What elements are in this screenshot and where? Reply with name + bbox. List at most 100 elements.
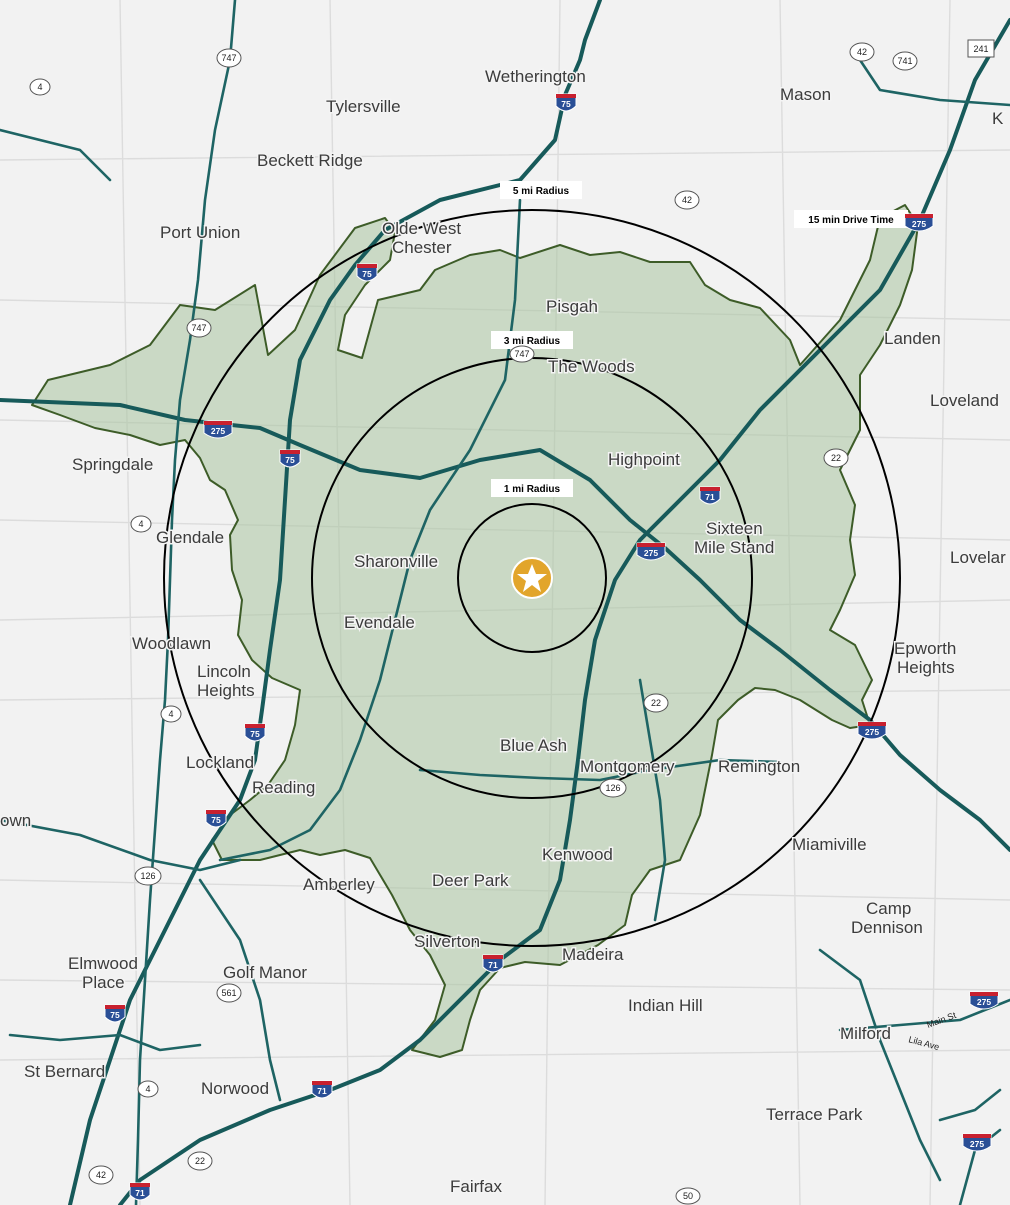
label-3mi-radius: 3 mi Radius [504, 336, 561, 347]
interstate-275-sixteen-mile: 275 [636, 542, 666, 561]
shield-747-north: 747 [216, 48, 242, 68]
shield-4-southwest: 4 [137, 1080, 159, 1098]
place-montgomery: Montgomery [580, 757, 675, 776]
shield-4-south: 4 [160, 705, 182, 723]
svg-text:42: 42 [682, 195, 692, 205]
svg-text:561: 561 [221, 988, 236, 998]
place-golf-manor: Golf Manor [223, 963, 307, 982]
place-miamiville: Miamiville [792, 835, 867, 854]
interstate-71-south: 71 [129, 1182, 151, 1201]
shield-126-center: 126 [599, 778, 627, 798]
svg-text:42: 42 [96, 1170, 106, 1180]
radius-labels: 5 mi Radius 3 mi Radius 1 mi Radius 15 m… [491, 181, 908, 497]
shield-50: 50 [675, 1187, 701, 1205]
place-st-bernard: St Bernard [24, 1062, 105, 1081]
svg-text:4: 4 [168, 709, 173, 719]
svg-text:275: 275 [977, 997, 991, 1007]
interstate-71-highpoint: 71 [699, 486, 721, 505]
place-woodlawn: Woodlawn [132, 634, 211, 653]
interstate-75-elmwood: 75 [104, 1004, 126, 1023]
route-shields: 747 4 42 741 241 42 747 747 22 4 4 22 12… [29, 39, 995, 1205]
place-fairfax: Fairfax [450, 1177, 502, 1196]
place-glendale: Glendale [156, 528, 224, 547]
svg-text:4: 4 [145, 1084, 150, 1094]
place-sixteen: Sixteen [706, 519, 763, 538]
place-mason: Mason [780, 85, 831, 104]
place-milford: Milford [840, 1024, 891, 1043]
interstate-275-springdale: 275 [203, 420, 233, 439]
svg-text:4: 4 [138, 519, 143, 529]
place-place: Place [82, 973, 125, 992]
interstate-75-springdale: 75 [279, 449, 301, 468]
place-lovelar: Lovelar [950, 548, 1006, 567]
place-sharonville: Sharonville [354, 552, 438, 571]
place-amberley: Amberley [303, 875, 375, 894]
place-wetherington: Wetherington [485, 67, 586, 86]
radius-1mi [457, 503, 607, 653]
svg-text:75: 75 [561, 99, 571, 109]
place-remington: Remington [718, 757, 800, 776]
interstate-75-lincoln: 75 [244, 723, 266, 742]
svg-text:747: 747 [221, 53, 236, 63]
center-marker[interactable] [511, 557, 553, 599]
place-mile-stand: Mile Stand [694, 538, 774, 557]
place-elmwood: Elmwood [68, 954, 138, 973]
shield-4-north: 4 [29, 78, 51, 96]
star-icon [517, 564, 547, 592]
svg-text:747: 747 [191, 323, 206, 333]
svg-text:22: 22 [651, 698, 661, 708]
shield-747-center: 747 [509, 345, 535, 363]
svg-text:71: 71 [317, 1086, 327, 1096]
svg-text:42: 42 [857, 47, 867, 57]
shield-22-center: 22 [643, 693, 669, 713]
place-landen: Landen [884, 329, 941, 348]
interstate-275-terrace: 275 [962, 1133, 992, 1152]
shield-42-mid: 42 [674, 190, 700, 210]
interstate-275-milford: 275 [969, 991, 999, 1010]
shield-4-west: 4 [130, 515, 152, 533]
shield-22-south: 22 [187, 1151, 213, 1171]
place-heights: Heights [197, 681, 255, 700]
svg-text:747: 747 [514, 349, 529, 359]
place-springdale: Springdale [72, 455, 153, 474]
shield-747-mid: 747 [186, 318, 212, 338]
svg-text:126: 126 [140, 871, 155, 881]
place-labels: Wetherington Tylersville Beckett Ridge M… [0, 66, 1008, 1198]
label-1mi-radius: 1 mi Radius [504, 484, 561, 495]
svg-text:75: 75 [250, 729, 260, 739]
shield-42-north: 42 [849, 42, 875, 62]
place-olde-west: Olde West [382, 219, 461, 238]
place-lincoln: Lincoln [197, 662, 251, 681]
place-silverton: Silverton [414, 932, 480, 951]
shield-741: 741 [892, 51, 918, 71]
shield-561: 561 [216, 983, 242, 1003]
radius-5mi [163, 209, 901, 947]
shield-126-west: 126 [134, 866, 162, 886]
svg-text:75: 75 [285, 455, 295, 465]
interstate-275-epworth: 275 [857, 721, 887, 740]
place-loveland: Loveland [930, 391, 999, 410]
interstate-275-drive-time: 275 [904, 213, 934, 232]
svg-text:741: 741 [897, 56, 912, 66]
place-dennison: Dennison [851, 918, 923, 937]
interstate-shields: 75 75 275 75 71 275 75 75 71 75 71 275 2… [104, 93, 999, 1201]
place-edge-k: K [992, 109, 1004, 128]
svg-text:275: 275 [644, 548, 658, 558]
interstate-75-reading: 75 [205, 809, 227, 828]
place-indian-hill: Indian Hill [628, 996, 703, 1015]
svg-text:275: 275 [970, 1139, 984, 1149]
place-terrace-park: Terrace Park [766, 1105, 863, 1124]
place-the-woods: The Woods [548, 357, 635, 376]
svg-text:22: 22 [195, 1156, 205, 1166]
place-norwood: Norwood [201, 1079, 269, 1098]
drive-time-area [31, 204, 919, 1058]
shield-42-south: 42 [88, 1165, 114, 1185]
place-own: own [0, 811, 31, 830]
svg-text:275: 275 [865, 727, 879, 737]
interstate-71-silverton: 71 [482, 954, 504, 973]
svg-text:275: 275 [912, 219, 926, 229]
place-epworth: Epworth [894, 639, 956, 658]
